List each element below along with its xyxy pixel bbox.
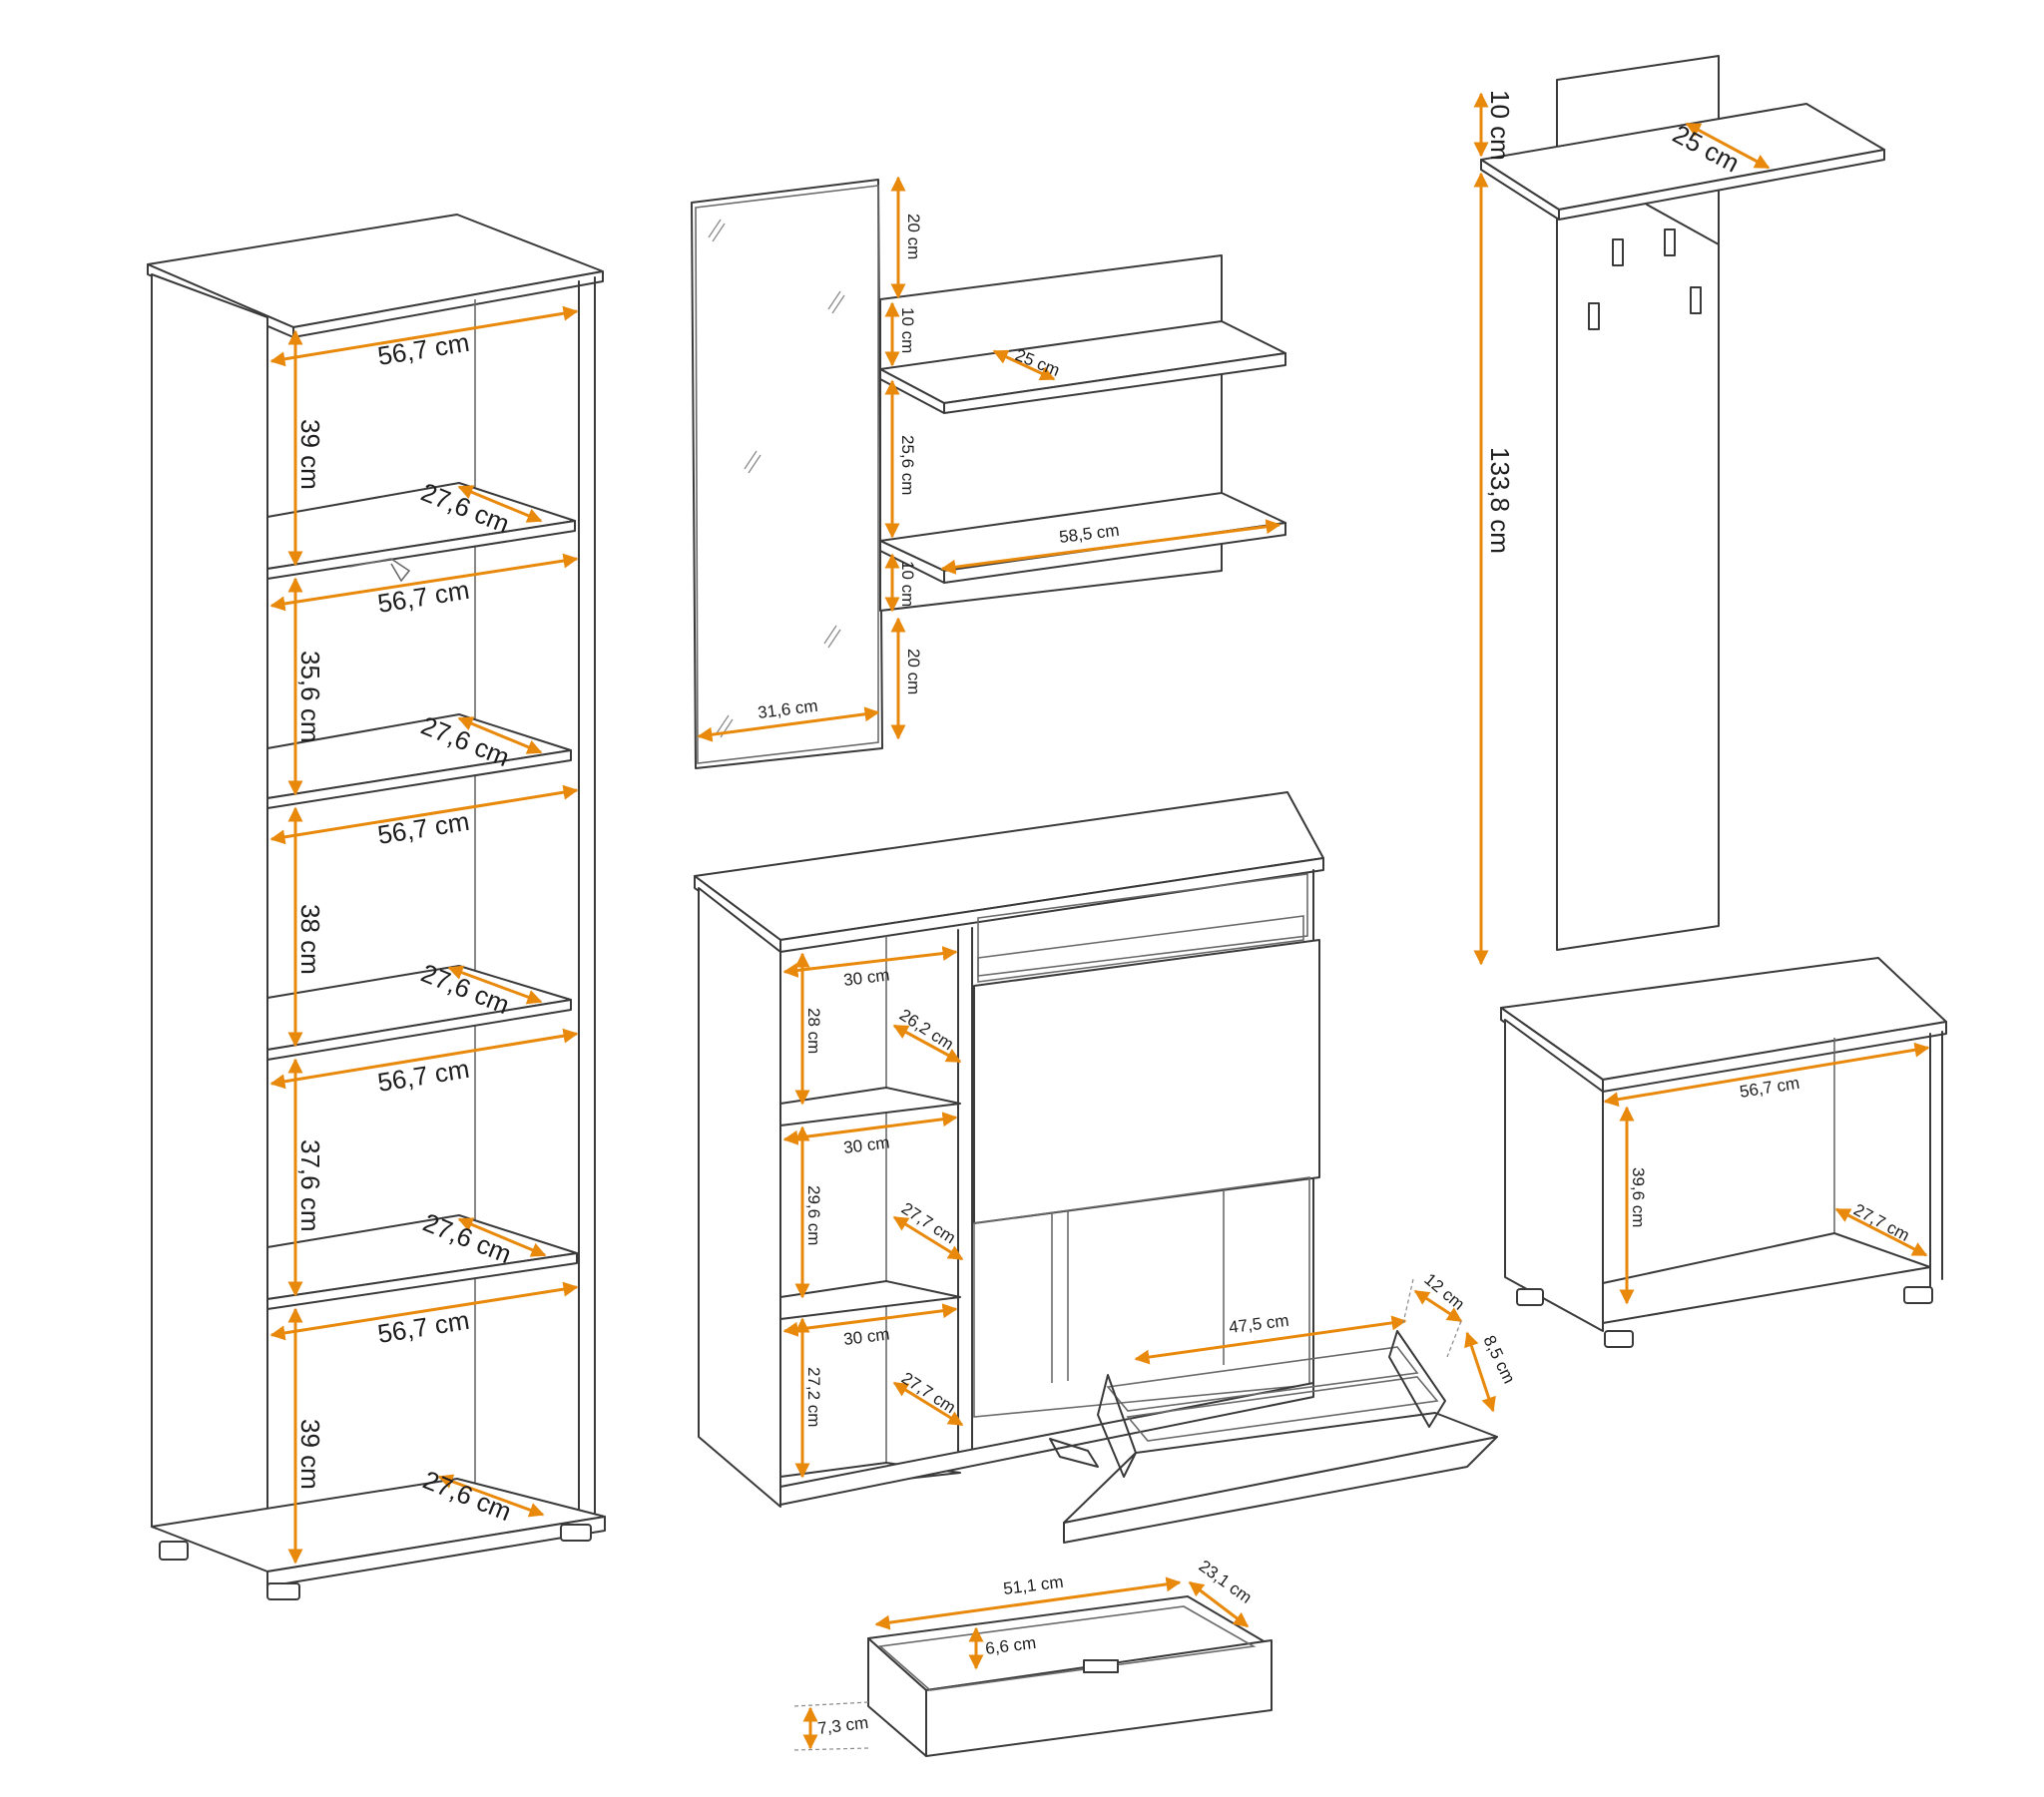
- bookcase-height-label: 39 cm: [295, 419, 325, 490]
- coat-rack-shelf-height-label: 10 cm: [1485, 90, 1515, 161]
- bench-left-side: [1504, 1019, 1604, 1332]
- coat-rack-height-label: 133,8 cm: [1485, 447, 1515, 554]
- bookcase-width-label: 56,7 cm: [375, 1054, 471, 1098]
- bookcase-foot: [159, 1541, 189, 1561]
- bookcase-width-label: 56,7 cm: [375, 806, 471, 850]
- shoe-cabinet: [694, 791, 1498, 1544]
- coat-rack: [1480, 55, 1885, 951]
- drawer: [867, 1595, 1273, 1757]
- bench: [1500, 957, 1947, 1348]
- mirror-reflection-icon: [708, 219, 845, 738]
- mirror: [691, 179, 883, 769]
- coat-hook-icon: [1588, 228, 1702, 330]
- bookcase-height-label: 39 cm: [295, 1419, 325, 1490]
- shoe-cabinet-left-side: [698, 887, 781, 1508]
- bookcase-height-label: 35,6 cm: [295, 651, 325, 743]
- coat-rack-panel: [1556, 55, 1720, 951]
- mirror-frame: [691, 179, 883, 769]
- wall-shelf-gap-label: 20 cm: [904, 214, 923, 259]
- compartment-height-label: 27,2 cm: [804, 1367, 823, 1427]
- drawer-width-label: 51,1 cm: [1002, 1572, 1064, 1598]
- drawer-front: [925, 1639, 1273, 1757]
- flap-depth-label: 12 cm: [1420, 1270, 1468, 1314]
- wall-shelf-gap-label: 20 cm: [904, 649, 923, 694]
- bench-bottom-shelf: [1602, 1232, 1931, 1324]
- compartment-width-label: 30 cm: [842, 965, 890, 990]
- dimension-lines: [269, 92, 1930, 1751]
- bookcase: [147, 214, 606, 1600]
- bookcase-foot: [266, 1582, 300, 1600]
- wall-shelf-gap-label: 25,6 cm: [898, 435, 917, 495]
- compartment-width-label: 30 cm: [842, 1132, 890, 1157]
- bookcase-width-label: 56,7 cm: [375, 327, 471, 371]
- drawer-handle: [1083, 1659, 1119, 1673]
- drawer-front-height-label: 7,3 cm: [816, 1713, 869, 1738]
- compartment-depth-label: 27,7 cm: [898, 1368, 959, 1417]
- bookcase-left-side: [151, 273, 268, 1566]
- compartment-width-label: 30 cm: [842, 1324, 890, 1349]
- bookcase-bottom-front: [266, 1516, 606, 1587]
- compartment-depth-label: 26,2 cm: [896, 1005, 957, 1054]
- bookcase-height-label: 38 cm: [295, 904, 325, 975]
- wall-shelf-panel-label: 10 cm: [898, 561, 917, 607]
- flap-width-label: 47,5 cm: [1228, 1311, 1289, 1337]
- bookcase-width-label: 56,7 cm: [375, 1305, 471, 1349]
- bookcase-height-label: 37,6 cm: [295, 1139, 325, 1232]
- compartment-height-label: 29,6 cm: [804, 1185, 823, 1245]
- wall-shelf: [879, 254, 1286, 612]
- drawer-depth-label: 23,1 cm: [1196, 1557, 1256, 1607]
- shoe-cabinet-flap-door: [973, 939, 1320, 1224]
- bench-foot: [1903, 1286, 1933, 1304]
- flap-height-label: 8,5 cm: [1479, 1332, 1518, 1386]
- bookcase-width-label: 56,7 cm: [375, 575, 471, 619]
- bench-foot: [1516, 1288, 1544, 1306]
- wall-shelf-panel-label: 10 cm: [898, 307, 917, 353]
- bench-height-label: 39,6 cm: [1629, 1167, 1648, 1227]
- compartment-height-label: 28 cm: [804, 1008, 823, 1054]
- bench-foot: [1604, 1330, 1634, 1348]
- bookcase-foot: [560, 1524, 592, 1542]
